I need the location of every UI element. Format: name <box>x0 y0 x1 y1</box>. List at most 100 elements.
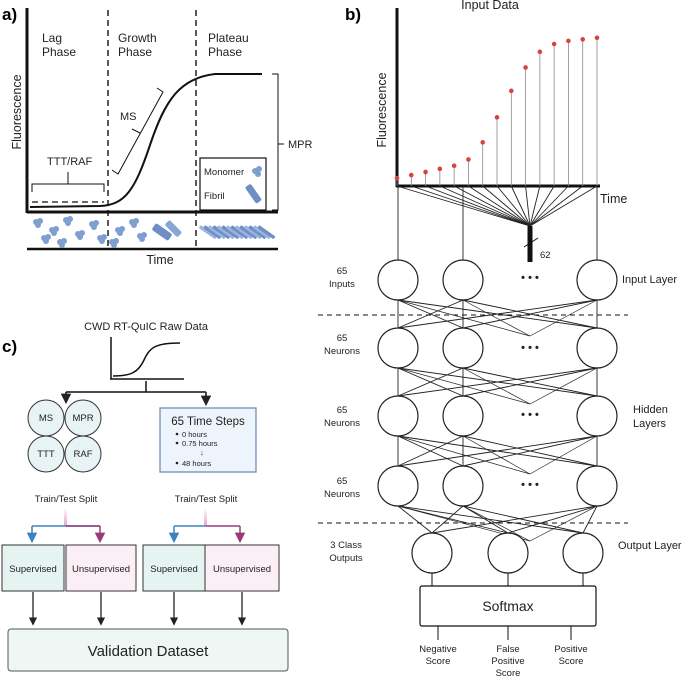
fan-line <box>529 185 598 227</box>
ms-bracket <box>111 87 164 175</box>
fibril-segment <box>221 225 240 239</box>
data-point <box>423 169 428 175</box>
panel-c-label: c) <box>2 337 17 356</box>
data-point <box>508 88 514 94</box>
bus-slash <box>523 237 539 248</box>
inputs-count-line2: Inputs <box>329 279 355 290</box>
input-data-stems <box>396 37 598 186</box>
panel-a-sigmoid-curve <box>29 73 262 208</box>
data-point <box>437 166 443 172</box>
validation-dataset-label: Validation Dataset <box>88 643 209 660</box>
monomer-cluster <box>63 216 73 226</box>
panel-a-label: a) <box>2 5 17 24</box>
fan-line <box>453 185 531 227</box>
legend-fibril-label: Fibril <box>204 191 225 202</box>
fan-line <box>482 185 531 227</box>
network-edge-hidden <box>462 435 531 475</box>
panel-a: a) Fluorescence Time Lag Phase Growth Ph… <box>2 5 313 267</box>
bus-count-label: 62 <box>540 250 551 261</box>
fibril-row <box>199 225 276 239</box>
hidden-neuron <box>576 395 618 437</box>
fibril-segment <box>235 225 253 239</box>
negative-score-line1: Negative <box>419 644 457 655</box>
fibril-segment <box>217 225 235 239</box>
hidden-neuron <box>576 327 618 369</box>
hidden-3-count-line2: Neurons <box>324 489 360 500</box>
network-nodes <box>377 259 618 574</box>
hidden-1-ellipsis: • • • <box>521 342 539 354</box>
network-edge-hidden <box>462 299 531 337</box>
panel-b-y-label: Fluorescence <box>375 72 389 147</box>
monomer-row <box>33 216 147 248</box>
fibril-segment <box>248 225 267 239</box>
hidden-neuron <box>442 395 484 437</box>
phase-growth-line2: Phase <box>118 45 152 59</box>
fibril-segment <box>199 225 217 239</box>
fan-line <box>525 185 531 227</box>
network-edge-hidden <box>529 299 598 337</box>
network-edge <box>397 299 598 329</box>
network-edge-hidden <box>529 505 598 542</box>
monomer-cluster <box>137 232 147 242</box>
positive-score-line2: Score <box>559 656 584 667</box>
network-edge <box>582 505 598 534</box>
phase-plateau-line2: Phase <box>208 45 242 59</box>
hidden-neuron <box>377 327 419 369</box>
monomer-cluster <box>129 218 139 228</box>
hidden-2-count-line1: 65 <box>337 405 348 416</box>
panel-b: b) Input Data Fluorescence Time 62 • • •… <box>318 0 682 679</box>
raw-data-title: CWD RT-QuIC Raw Data <box>84 321 209 333</box>
fibril-group-small <box>152 220 182 241</box>
panel-a-y-label: Fluorescence <box>10 74 24 149</box>
network-edge <box>431 505 598 534</box>
network-edge <box>397 435 598 467</box>
monomer-cluster <box>109 238 119 248</box>
network-connections <box>397 186 598 542</box>
data-point <box>537 49 543 55</box>
network-edge <box>431 505 464 534</box>
timesteps-box <box>159 407 257 473</box>
fibril-segment <box>212 225 231 239</box>
phase-lag-line2: Phase <box>42 45 76 59</box>
network-edge <box>462 505 509 534</box>
network-edge <box>462 367 598 397</box>
timestep-item-3: 48 hours <box>182 459 211 468</box>
network-edge-hidden <box>397 435 531 475</box>
mpr-label: MPR <box>288 139 313 151</box>
network-edge <box>397 299 464 329</box>
legend-monomer-label: Monomer <box>204 167 244 178</box>
ttt-raf-label: TTT/RAF <box>47 156 92 168</box>
network-edge-hidden <box>397 367 531 405</box>
supervised-label-left: Supervised <box>9 564 57 575</box>
output-neuron <box>487 532 529 574</box>
mpr-bracket <box>272 73 284 211</box>
network-edge <box>507 505 598 534</box>
data-point <box>394 175 400 181</box>
data-point <box>566 38 571 44</box>
panel-c: c) CWD RT-QuIC Raw Data MS MPR TTT RAF 6… <box>1 321 289 672</box>
hidden-2-count-line2: Neurons <box>324 418 360 429</box>
timestep-arrow-down: ↓ <box>200 448 204 457</box>
fibril-icon <box>245 184 262 204</box>
inputs-count-line1: 65 <box>337 266 348 277</box>
input-layer-label: Input Layer <box>622 274 677 286</box>
hidden-1-count-line2: Neurons <box>324 346 360 357</box>
fibril-segment <box>244 225 262 239</box>
timestep-bullet-3 <box>175 461 179 465</box>
supervised-box-left <box>1 544 65 592</box>
fan-line <box>529 185 555 227</box>
hidden-neuron <box>377 395 419 437</box>
network-edge <box>397 367 464 397</box>
validation-dataset-box <box>7 628 289 672</box>
network-edge <box>462 435 598 467</box>
metric-ms-label: MS <box>39 413 53 424</box>
output-neuron <box>411 532 453 574</box>
fan-line <box>411 185 531 227</box>
timestep-item-2: 0.75 hours <box>182 439 218 448</box>
ttt-raf-bracket <box>31 172 105 192</box>
data-point <box>551 41 557 47</box>
input-neuron <box>442 259 484 301</box>
data-point <box>523 65 528 70</box>
hidden-neuron <box>442 465 484 507</box>
monomer-cluster <box>41 234 51 244</box>
